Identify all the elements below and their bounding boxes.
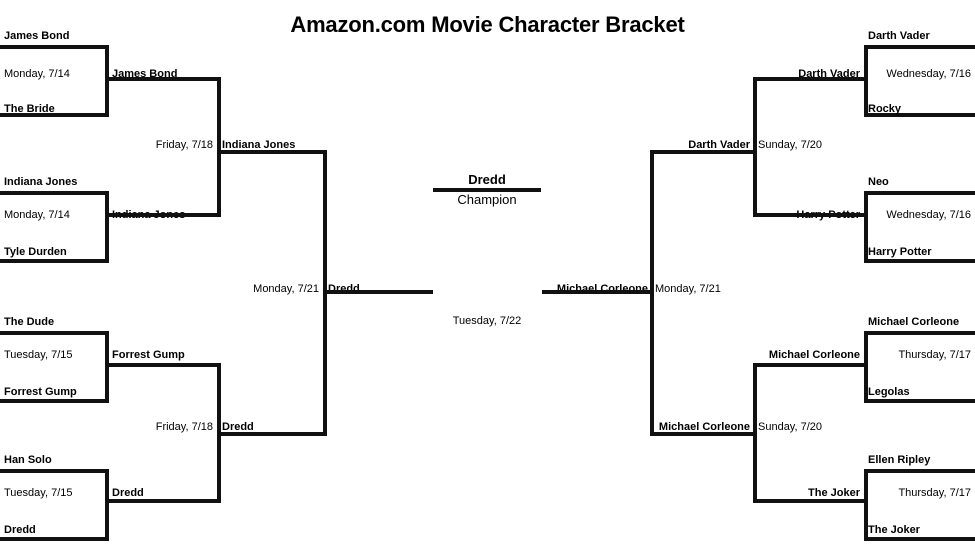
l-r2-m1-top-line	[105, 77, 220, 81]
r-r1-m2-bottom-player: Harry Potter	[868, 246, 932, 258]
r-r1-m4-bottom-line	[864, 537, 975, 541]
l-r1-m1-bottom-player: The Bride	[4, 103, 55, 115]
l-r2-m1-bottom-line	[105, 213, 220, 217]
l-r3-top-line	[217, 150, 327, 154]
l-final-line	[323, 290, 433, 294]
l-r1-m3-bottom-player: Forrest Gump	[4, 386, 77, 398]
r-r1-m2-bottom-line	[864, 259, 975, 263]
l-r1-m3-date: Tuesday, 7/15	[4, 349, 73, 361]
r-r1-m4-top-line	[864, 469, 975, 473]
r-r2-m1-top-line	[753, 77, 868, 81]
r-r2-m1-winner: Darth Vader	[688, 139, 750, 151]
l-r3-bottom-line	[217, 432, 327, 436]
l-r1-m1-bottom-line	[0, 113, 108, 117]
l-r2-m2-bottom-line	[105, 499, 220, 503]
l-r3-date: Monday, 7/21	[253, 283, 319, 295]
r-r1-m4-top-player: Ellen Ripley	[868, 454, 931, 466]
r-r1-m3-connector	[864, 331, 868, 403]
champion-line	[433, 188, 541, 192]
l-r2-m1-connector	[217, 77, 221, 217]
l-r1-m4-date: Tuesday, 7/15	[4, 487, 73, 499]
r-r1-m2-top-player: Neo	[868, 176, 889, 188]
l-r1-m1-top-line	[0, 45, 108, 49]
l-r1-m2-top-player: Indiana Jones	[4, 176, 78, 188]
r-r2-m2-bottom-line	[753, 499, 868, 503]
r-r2-m2-top-line	[753, 363, 868, 367]
r-r1-m2-connector	[864, 191, 868, 263]
r-r3-bottom-line	[650, 432, 757, 436]
l-r1-m2-date: Monday, 7/14	[4, 209, 70, 221]
l-r1-m3-winner: Forrest Gump	[112, 349, 185, 361]
l-r1-m1-date: Monday, 7/14	[4, 68, 70, 80]
r-r1-m1-bottom-player: Rocky	[868, 103, 902, 115]
l-r1-m2-bottom-line	[0, 259, 108, 263]
r-r1-m2-date: Wednesday, 7/16	[886, 209, 971, 221]
final-date: Tuesday, 7/22	[452, 315, 522, 327]
r-r1-m4-winner: The Joker	[808, 487, 860, 499]
r-r3-date: Monday, 7/21	[655, 283, 721, 295]
l-r1-m3-top-player: The Dude	[4, 316, 55, 328]
l-r1-m2-bottom-player: Tyle Durden	[4, 246, 67, 258]
r-r1-m4-bottom-player: The Joker	[868, 524, 920, 536]
r-r3-connector	[650, 150, 654, 436]
r-r1-m3-date: Thursday, 7/17	[898, 349, 971, 361]
r-r1-m3-top-line	[864, 331, 975, 335]
l-r1-m3-connector	[105, 331, 109, 403]
r-r3-top-line	[650, 150, 757, 154]
r-r2-m1-connector	[753, 77, 757, 217]
l-r1-m4-top-player: Han Solo	[4, 454, 52, 466]
r-r1-m1-top-line	[864, 45, 975, 49]
r-r1-m4-date: Thursday, 7/17	[898, 487, 971, 499]
r-r2-m2-winner: Michael Corleone	[658, 421, 750, 433]
r-r1-m1-connector	[864, 45, 868, 117]
l-r1-m4-connector	[105, 469, 109, 541]
l-r1-m3-top-line	[0, 331, 108, 335]
l-r1-m2-connector	[105, 191, 109, 263]
r-final-line	[542, 290, 652, 294]
r-r1-m4-connector	[864, 469, 868, 541]
l-r2-m2-winner: Dredd	[222, 421, 254, 433]
l-r2-m1-date: Friday, 7/18	[155, 139, 213, 151]
l-r2-m2-top-line	[105, 363, 220, 367]
r-r1-m1-date: Wednesday, 7/16	[886, 68, 971, 80]
l-r1-m4-bottom-player: Dredd	[4, 524, 36, 536]
r-r2-m1-date: Sunday, 7/20	[758, 139, 823, 151]
r-r1-m3-winner: Michael Corleone	[768, 349, 860, 361]
r-r1-m3-top-player: Michael Corleone	[868, 316, 960, 328]
l-r1-m3-bottom-line	[0, 399, 108, 403]
r-r1-m3-bottom-line	[864, 399, 975, 403]
r-r1-m2-top-line	[864, 191, 975, 195]
champion-name: Dredd	[468, 172, 506, 187]
l-r1-m4-bottom-line	[0, 537, 108, 541]
l-r1-m4-top-line	[0, 469, 108, 473]
l-r2-m1-winner: Indiana Jones	[222, 139, 296, 151]
l-r1-m1-top-player: James Bond	[4, 30, 70, 42]
r-r2-m1-bottom-line	[753, 213, 868, 217]
l-r2-m2-date: Friday, 7/18	[155, 421, 213, 433]
r-r1-m3-bottom-player: Legolas	[868, 386, 910, 398]
champion-label: Champion	[457, 192, 517, 207]
r-r1-m1-top-player: Darth Vader	[868, 30, 930, 42]
page-title: Amazon.com Movie Character Bracket	[290, 12, 685, 37]
l-r1-m2-top-line	[0, 191, 108, 195]
r-r2-m2-date: Sunday, 7/20	[758, 421, 823, 433]
l-r1-m1-connector	[105, 45, 109, 117]
l-r1-m4-winner: Dredd	[112, 487, 144, 499]
r-r1-m1-bottom-line	[864, 113, 975, 117]
